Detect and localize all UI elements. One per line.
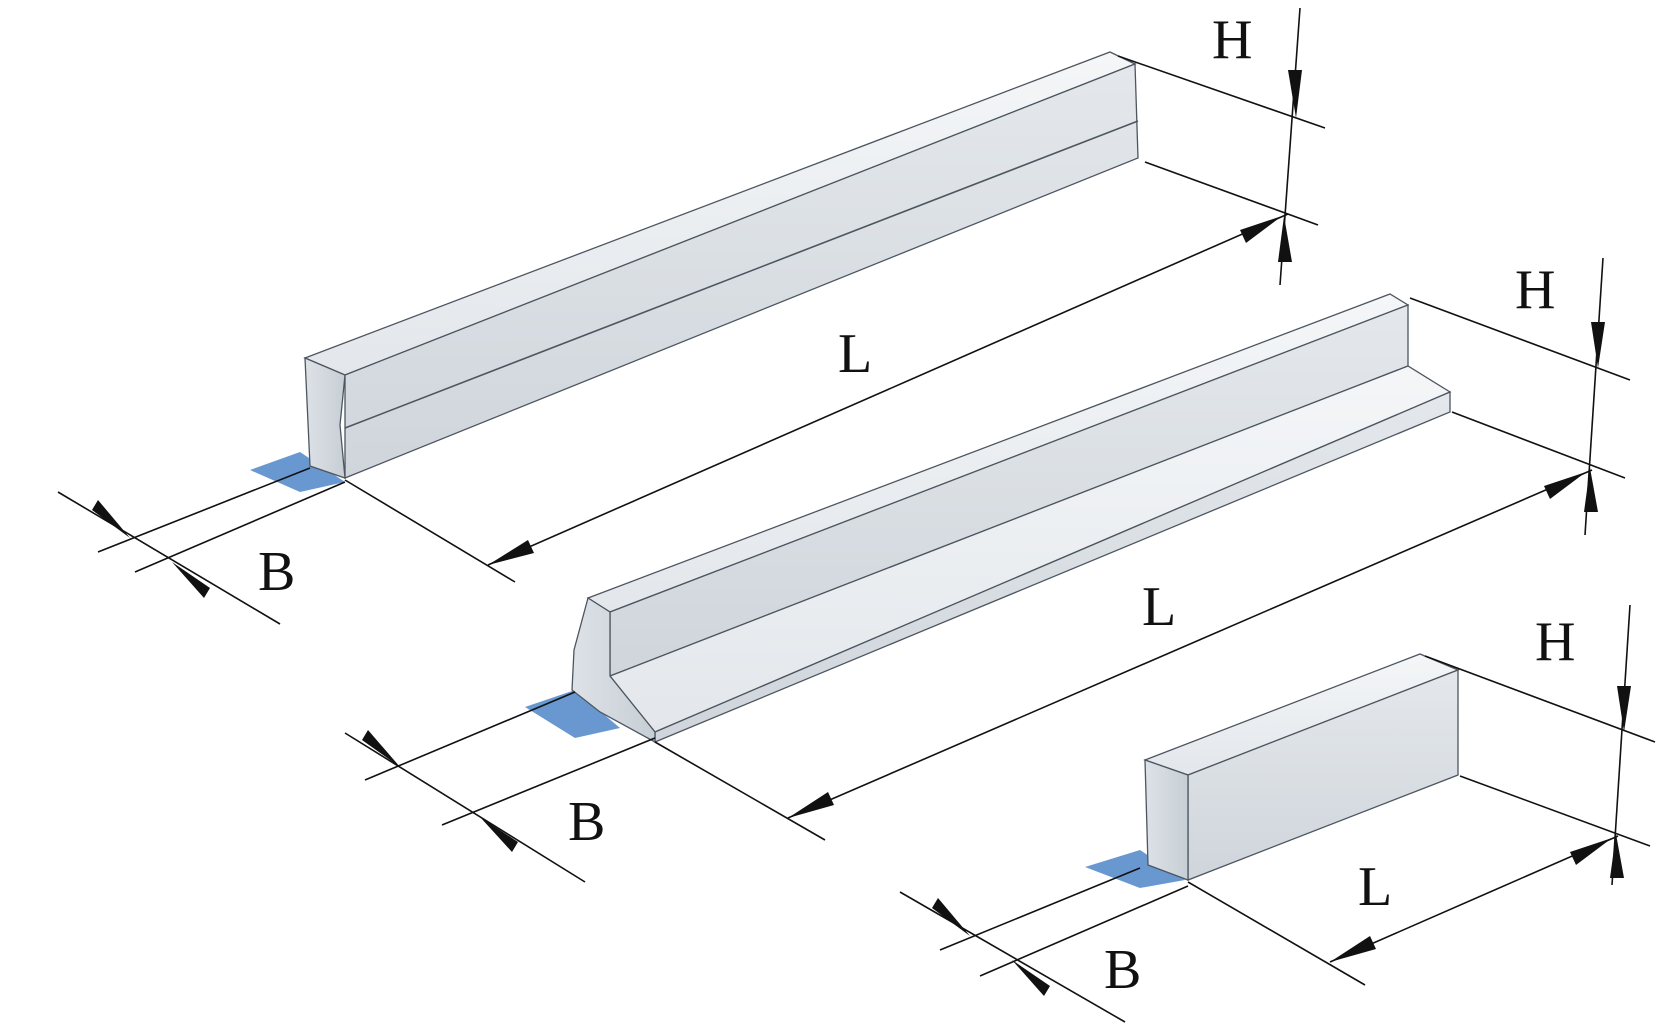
curb-3-dimensions: H L B — [899, 604, 1656, 1023]
curb-2-b-label: B — [568, 791, 605, 853]
curb-1-b-dim-line — [57, 491, 281, 625]
curb-1-l-arrow-left — [488, 540, 534, 565]
curb-3-b-arrow-1 — [932, 898, 970, 936]
curb-3-b-ext-1 — [939, 867, 1141, 951]
curb-3-h-ext-top — [1424, 655, 1656, 743]
curb-3-h-dim-line — [1611, 604, 1631, 886]
curb-2-l-arrow-left — [788, 792, 834, 818]
curb-2-b-ext-1 — [364, 691, 576, 781]
curb-1-h-label: H — [1212, 9, 1252, 71]
curb-3-h-arrow-top — [1617, 686, 1631, 732]
curb-1-l-arrow-right — [1240, 216, 1282, 243]
curb-3-l-label: L — [1358, 856, 1392, 918]
curb-2-l-ext-left — [654, 741, 826, 841]
curb-3-l-arrow-right — [1570, 838, 1612, 865]
curb-2-b-arrow-2 — [480, 817, 518, 852]
curb-1-b-ext-2 — [134, 481, 346, 573]
curb-1-b-label: B — [258, 541, 295, 603]
curb-1-h-ext-top — [1117, 55, 1326, 129]
curb-1-h-arrow-top — [1288, 70, 1302, 118]
curb-1-b-ext-1 — [97, 467, 311, 553]
curb-3-end-face — [1144, 759, 1189, 881]
curb-3-h-ext-bottom — [1459, 775, 1651, 847]
curb-stone-1 — [250, 51, 1139, 492]
curb-1-front-face — [344, 63, 1139, 479]
curb-2-h-ext-top — [1409, 297, 1631, 381]
curb-2-h-label: H — [1515, 259, 1555, 321]
curb-3-shadow — [1085, 850, 1185, 888]
curb-1-b-arrow-1 — [92, 500, 130, 538]
curb-stone-3 — [1085, 653, 1460, 888]
curb-3-b-arrow-2 — [1012, 960, 1050, 996]
curb-1-end-face — [304, 356, 346, 479]
curb-2-h-arrow-top — [1591, 322, 1605, 368]
curb-2-l-dim-line — [787, 469, 1593, 819]
curb-2-h-ext-bottom — [1451, 411, 1626, 479]
curb-1-h-arrow-bottom — [1278, 216, 1292, 262]
curb-3-b-label: B — [1104, 939, 1141, 1001]
curb-3-h-arrow-bottom — [1610, 834, 1624, 878]
curb-2-dimensions: H L B — [344, 257, 1631, 883]
curb-1-l-dim-line — [487, 213, 1289, 566]
curb-2-shadow — [525, 690, 620, 738]
curb-3-l-ext-left — [1187, 881, 1366, 986]
curb-3-h-label: H — [1535, 611, 1575, 673]
curb-1-groove — [344, 120, 1139, 429]
curb-2-b-arrow-1 — [362, 730, 400, 767]
curb-1-l-ext-left — [344, 479, 516, 583]
curb-1-b-arrow-2 — [172, 562, 210, 598]
curb-2-l-label: L — [1142, 576, 1176, 638]
curb-3-l-dim-line — [1329, 835, 1619, 963]
curb-2-h-arrow-bottom — [1584, 468, 1598, 512]
curb-1-dimensions: H L B — [57, 7, 1326, 625]
curb-3-b-ext-2 — [979, 885, 1189, 977]
curb-3-b-dim-line — [899, 891, 1126, 1023]
curb-2-l-arrow-right — [1544, 472, 1586, 499]
curb-stone-2 — [525, 293, 1452, 744]
curb-2-upper-front-face — [609, 304, 1409, 677]
curb-2-b-ext-2 — [441, 737, 656, 826]
curb-1-h-ext-bottom — [1144, 161, 1319, 226]
curb-1-shadow — [250, 452, 345, 492]
curb-3-l-arrow-left — [1330, 936, 1376, 962]
curb-2-b-dim-line — [344, 732, 586, 883]
curb-1-l-label: L — [838, 323, 872, 385]
